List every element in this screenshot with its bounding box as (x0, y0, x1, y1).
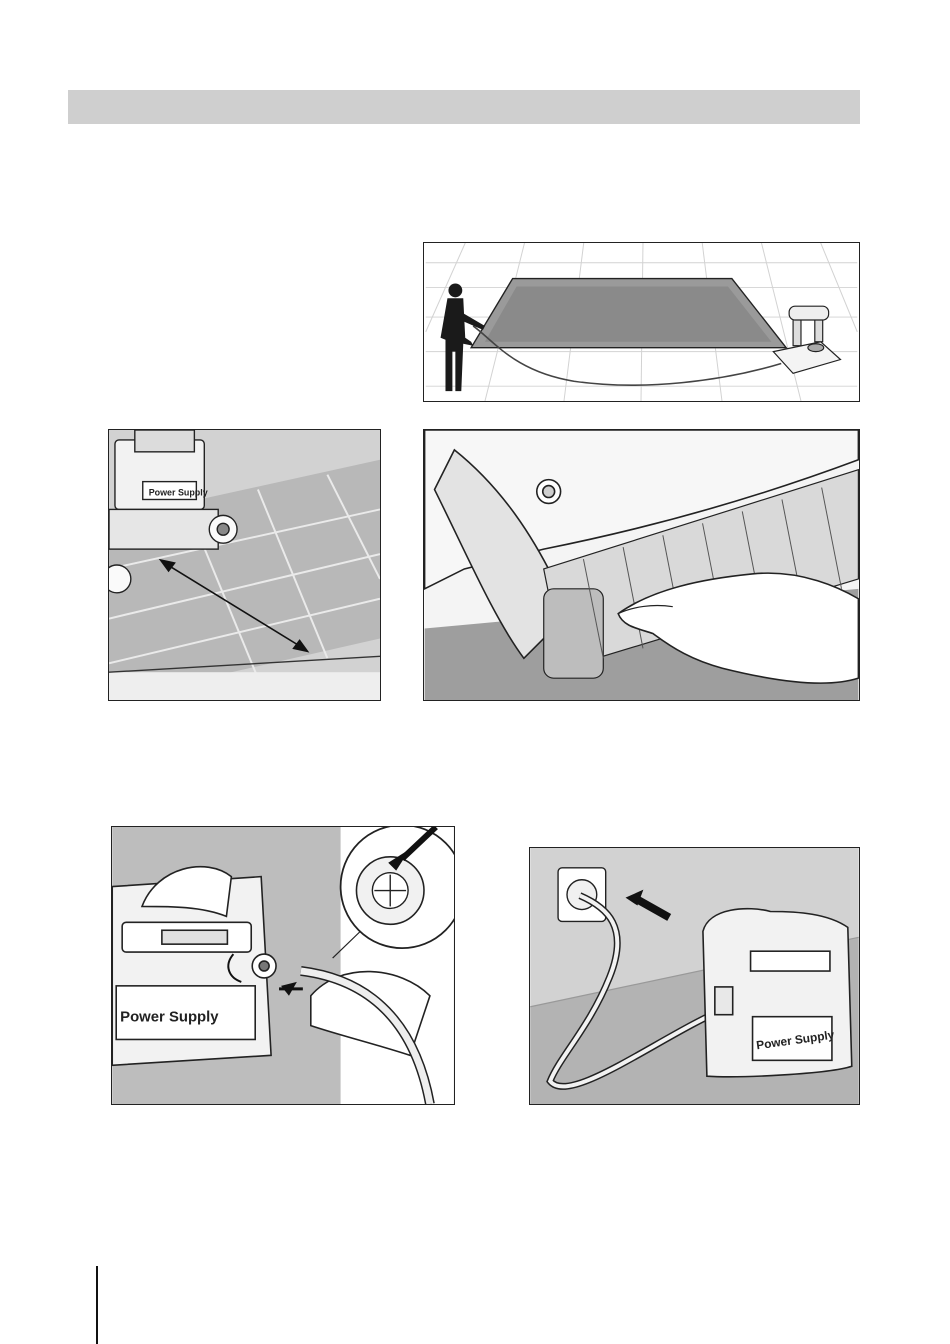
pool-deployment-figure (423, 242, 860, 402)
pool-edge-distance-figure: Power Supply (108, 429, 381, 701)
wall-outlet-illustration: Power Supply (530, 848, 859, 1104)
cable-connection-illustration: Power Supply (112, 827, 454, 1104)
robot-brush-illustration (424, 430, 859, 700)
pool-deployment-illustration (424, 243, 859, 401)
wall-outlet-figure: Power Supply (529, 847, 860, 1105)
page-margin-rule (96, 1266, 98, 1344)
pool-edge-distance-illustration: Power Supply (109, 430, 380, 700)
power-supply-label-small: Power Supply (149, 488, 208, 498)
cable-connection-figure: Power Supply (111, 826, 455, 1105)
section-header-band (68, 90, 860, 124)
robot-brush-figure (423, 429, 860, 701)
power-supply-label-cable: Power Supply (120, 1010, 219, 1026)
